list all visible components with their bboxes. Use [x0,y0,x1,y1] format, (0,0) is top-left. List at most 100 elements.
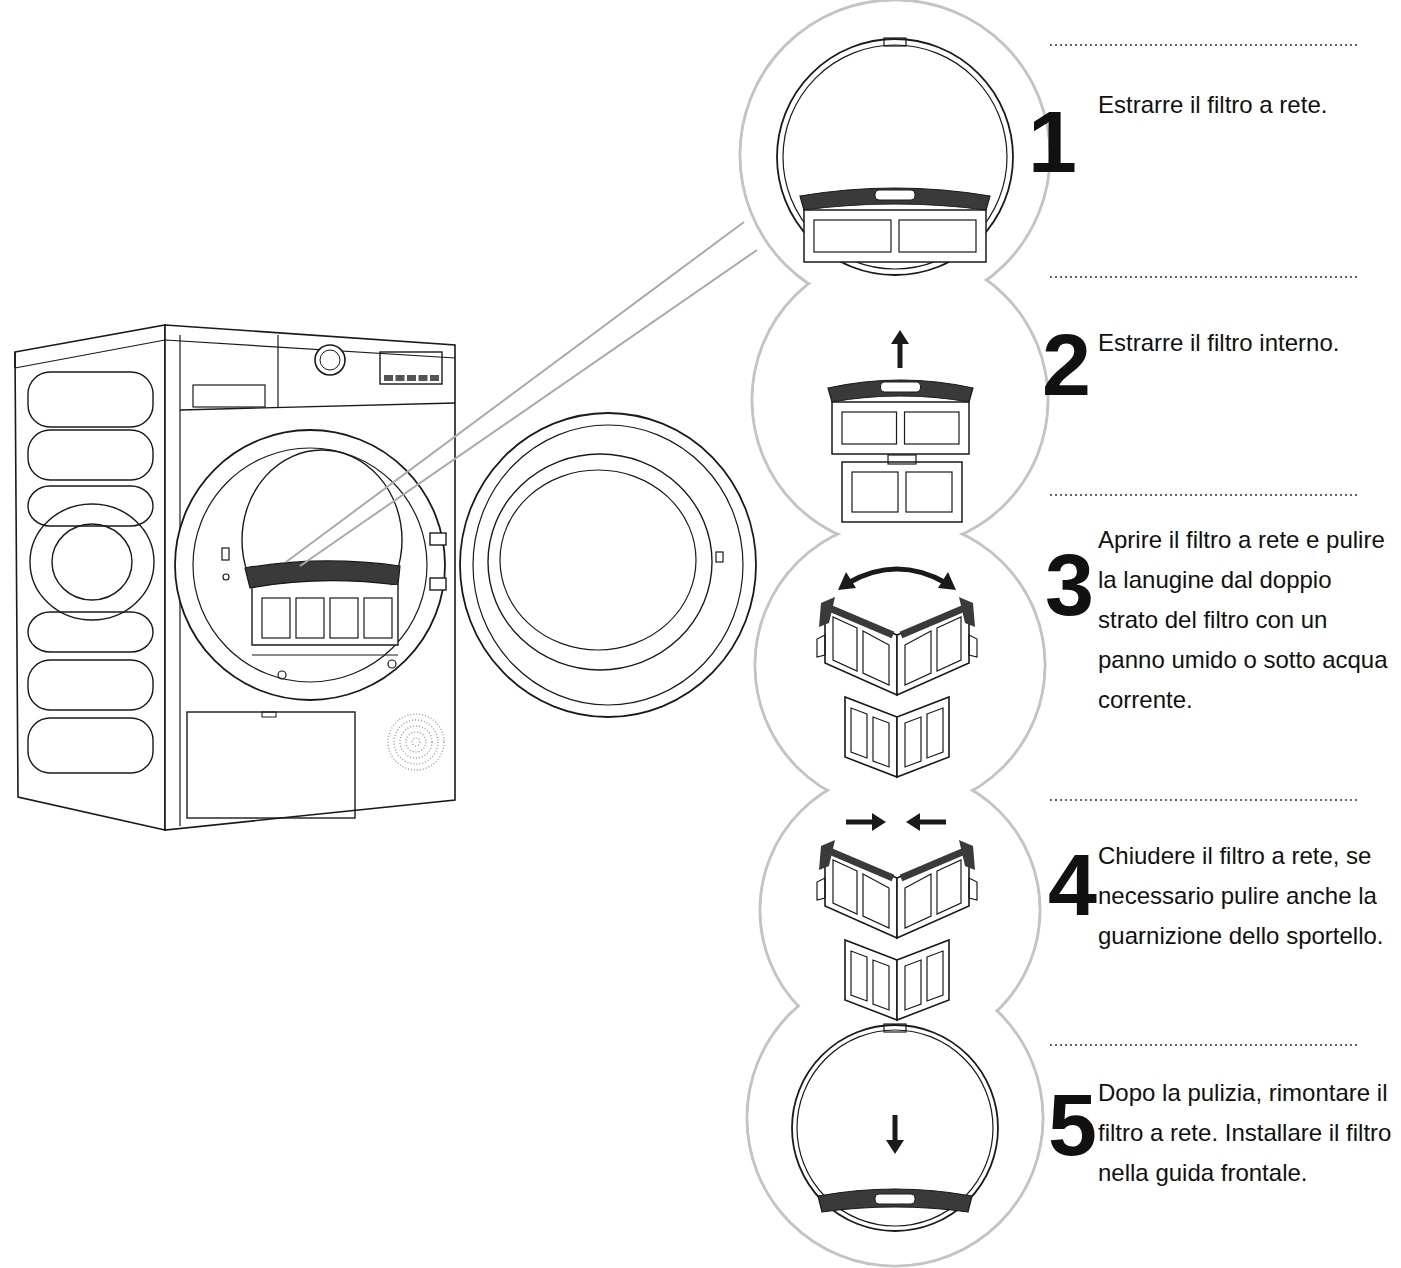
instruction-text: Aprire il filtro a rete e pulire la lanu… [1098,520,1398,720]
leader-line [286,222,744,562]
arrow-head [872,813,886,831]
filter-window [906,472,952,512]
door-catch [716,552,723,562]
step-number: 5 [1048,1081,1097,1169]
water-tank-drawer [193,385,265,407]
filter-lid [818,1189,972,1212]
filter-window [873,960,889,1010]
control-button [407,375,416,381]
filter-window [873,717,889,767]
dotted-separator [1050,44,1360,46]
lint-filter [245,561,400,588]
lint-filter [252,585,398,645]
dotted-separator [1050,1044,1360,1046]
filter-clip [817,635,825,657]
vent-grille [388,714,444,770]
filter-window [364,598,392,638]
dotted-separator [1050,276,1360,278]
door-seal [252,654,398,655]
arrow [846,820,876,825]
filter-lid [800,188,990,210]
step-circles [740,0,1050,1266]
step-1-drawing [777,38,1013,275]
cover-latch [262,712,276,717]
door-hinge [430,578,446,590]
side-rib [28,612,153,652]
arrow [893,1115,898,1144]
program-knob [315,345,345,375]
filter-tab [959,840,975,870]
arrow [848,569,946,583]
control-divider [277,335,278,408]
filter-window [905,631,931,685]
filter-window [927,708,943,758]
filter-window [899,220,976,252]
ring-notch [884,1024,906,1032]
open-door [460,413,756,717]
arrow-head [938,572,956,590]
filter-window [296,598,324,638]
control-button [419,375,428,381]
step-3-drawing [817,569,977,777]
filter-window [863,874,889,928]
dryer-edge [14,352,16,368]
control-button [384,375,393,381]
side-rib [28,718,153,773]
filter-handle [875,1194,915,1204]
filter-window [905,412,960,444]
filter-tab [959,597,975,627]
filter-panel [845,940,897,1020]
step-5-drawing [792,1024,998,1231]
instruction-text: Chiudere il filtro a rete, se necessario… [1098,836,1401,956]
side-rib [28,660,153,710]
filter-panel [825,605,897,695]
filter-window [852,472,898,512]
dotted-separator [1050,494,1360,496]
arrow-head [886,1140,904,1154]
filter-window [330,598,358,638]
step-number: 4 [1048,841,1097,929]
filter-panel [897,605,969,695]
door-ring [777,39,1013,275]
step-circle-outline [755,520,1045,810]
filter-window [905,960,921,1010]
door-ring [783,45,1007,269]
filter-lid [827,850,893,878]
open-door [473,425,743,705]
side-rib [30,504,154,620]
side-rib [28,372,153,427]
door-ring [797,1030,993,1226]
filter-window [262,598,290,638]
filter-window [905,874,931,928]
dryer-top-edge [15,340,455,368]
dryer-front-panel [165,325,455,830]
arrow-head [906,813,920,831]
filter-window [814,220,891,252]
filter-handle [875,190,915,200]
dotted-separator [1050,799,1360,801]
filter-lid [901,850,967,878]
filter-window [851,708,867,758]
step-circle-fill [754,254,1047,547]
side-rib [52,524,132,600]
screw [278,671,286,679]
filter-panel [897,848,969,938]
filter-tab [819,840,835,870]
filter-lid [828,380,973,402]
dryer-side-panel [15,325,165,830]
filter-panel [825,848,897,938]
step-2-drawing [828,330,973,522]
program-knob [320,350,340,370]
filter-window [937,617,961,671]
door-opening [175,430,445,700]
filter-clip [969,635,977,657]
filter-clip [817,878,825,900]
step-number: 3 [1045,541,1094,629]
vent-grille [412,738,420,746]
step-circle-fill [742,2,1049,309]
filter-frame [804,210,986,262]
instruction-text: Estrarre il filtro a rete. [1098,85,1401,125]
filter-lid [827,607,893,635]
